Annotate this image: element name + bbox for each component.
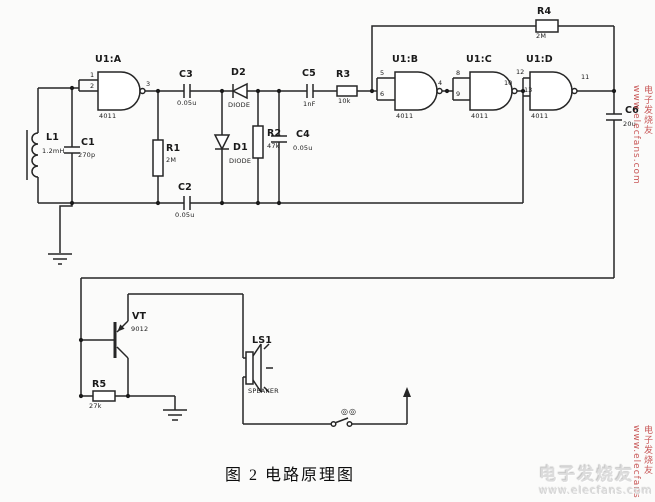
label-c3-value: 0.05u bbox=[177, 99, 197, 107]
nand-gate-u1d bbox=[529, 71, 578, 111]
capacitor-c1-symbol bbox=[64, 146, 80, 154]
emitter-arrow bbox=[117, 324, 125, 332]
label-r1-value: 2M bbox=[166, 156, 177, 164]
watermark-side-top: 电子发烧友 www.elecfans.com bbox=[631, 85, 652, 185]
label-r3-ref: R3 bbox=[336, 69, 351, 80]
inductor-coil bbox=[31, 132, 39, 178]
label-u1c-part: 4011 bbox=[471, 112, 489, 120]
supply-arrow bbox=[403, 387, 411, 397]
pin-u1c-in1: 8 bbox=[456, 69, 461, 77]
label-r5-ref: R5 bbox=[92, 379, 107, 390]
diode-d2-symbol bbox=[231, 82, 248, 100]
label-c6-value: 20u bbox=[623, 120, 636, 128]
watermark-side-bottom: 电子发烧友 www.elecfans.com bbox=[631, 425, 652, 499]
nand-gate-u1b bbox=[394, 71, 443, 111]
speaker-ls1-symbol bbox=[245, 343, 273, 393]
pin-u1c-out: 10 bbox=[504, 79, 513, 87]
label-r1-ref: R1 bbox=[166, 143, 181, 154]
label-ls1-value: SPEAKER bbox=[248, 387, 279, 395]
label-r3-value: 10k bbox=[338, 97, 351, 105]
pin-u1d-out: 11 bbox=[581, 73, 590, 81]
nand-gate-u1c bbox=[469, 71, 518, 111]
label-c4-ref: C4 bbox=[296, 129, 310, 140]
label-c6-ref: C6 bbox=[625, 105, 639, 116]
label-u1d-part: 4011 bbox=[531, 112, 549, 120]
pin-u1a-out: 3 bbox=[146, 80, 151, 88]
label-c1-ref: C1 bbox=[81, 137, 95, 148]
resistor-r4-symbol bbox=[535, 19, 559, 33]
label-c1-value: 270p bbox=[78, 151, 96, 159]
nand-gate-u1a bbox=[97, 71, 146, 111]
ground-symbol-output bbox=[163, 409, 187, 421]
label-u1b-part: 4011 bbox=[396, 112, 414, 120]
pin-u1b-in2: 6 bbox=[380, 90, 385, 98]
capacitor-c5-symbol bbox=[306, 84, 314, 98]
label-d1-value: DIODE bbox=[229, 157, 252, 165]
label-c2-value: 0.05u bbox=[175, 211, 195, 219]
label-c4-value: 0.05u bbox=[293, 144, 313, 152]
transistor-vt-symbol bbox=[113, 320, 129, 359]
capacitor-c3-symbol bbox=[183, 84, 191, 98]
capacitor-c6-symbol bbox=[606, 113, 622, 121]
label-u1a-part: 4011 bbox=[99, 112, 117, 120]
resistor-r3-symbol bbox=[336, 85, 358, 97]
figure-caption: 图 2 电路原理图 bbox=[224, 467, 355, 484]
label-l1-value: 1.2mH bbox=[42, 147, 65, 155]
ground-symbol-main bbox=[48, 253, 72, 265]
switch-contact-marks: ◎◎ bbox=[341, 407, 357, 416]
resistor-r1-symbol bbox=[152, 139, 164, 177]
label-u1a-name: U1:A bbox=[95, 54, 122, 65]
watermark-logo: 电子发烧友 www.elecfans.com bbox=[539, 465, 653, 498]
label-r4-ref: R4 bbox=[537, 6, 552, 17]
label-d2-value: DIODE bbox=[228, 101, 251, 109]
watermark-site: www.elecfans.com bbox=[539, 485, 653, 498]
pin-u1d-in2: 13 bbox=[524, 86, 533, 94]
capacitor-c4-symbol bbox=[271, 135, 287, 143]
schematic-wires bbox=[37, 25, 615, 425]
diode-d1-symbol bbox=[213, 134, 231, 151]
pin-u1b-in1: 5 bbox=[380, 69, 385, 77]
label-vt-value: 9012 bbox=[131, 325, 149, 333]
label-u1c-name: U1:C bbox=[466, 54, 492, 65]
capacitor-c2-symbol bbox=[183, 196, 191, 210]
label-vt-ref: VT bbox=[132, 311, 147, 322]
label-c2-ref: C2 bbox=[178, 182, 192, 193]
pin-u1a-in2: 2 bbox=[90, 82, 95, 90]
pin-u1d-in1: 12 bbox=[516, 68, 525, 76]
junction-dots bbox=[69, 85, 617, 399]
label-c5-value: 1nF bbox=[303, 100, 316, 108]
label-c3-ref: C3 bbox=[179, 69, 193, 80]
resistor-r2-symbol bbox=[252, 125, 264, 159]
pin-u1b-out: 4 bbox=[438, 79, 443, 87]
label-u1d-name: U1:D bbox=[526, 54, 553, 65]
watermark-brand: 电子发烧友 bbox=[539, 465, 635, 486]
inductor-l1-symbol bbox=[26, 130, 39, 180]
label-r2-ref: R2 bbox=[267, 128, 282, 139]
resistor-r5-symbol bbox=[92, 390, 116, 402]
label-l1-ref: L1 bbox=[46, 132, 60, 143]
speaker-sound-marks bbox=[263, 343, 273, 393]
label-c5-ref: C5 bbox=[302, 68, 316, 79]
label-u1b-name: U1:B bbox=[392, 54, 419, 65]
switch-symbol bbox=[330, 417, 353, 428]
pin-u1c-in2: 9 bbox=[456, 90, 461, 98]
pin-u1a-in1: 1 bbox=[90, 71, 95, 79]
label-r2-value: 47k bbox=[267, 142, 280, 150]
label-r5-value: 27k bbox=[89, 402, 102, 410]
label-ls1-ref: LS1 bbox=[252, 335, 273, 346]
label-d2-ref: D2 bbox=[231, 67, 246, 78]
label-d1-ref: D1 bbox=[233, 142, 248, 153]
label-r4-value: 2M bbox=[536, 32, 547, 40]
